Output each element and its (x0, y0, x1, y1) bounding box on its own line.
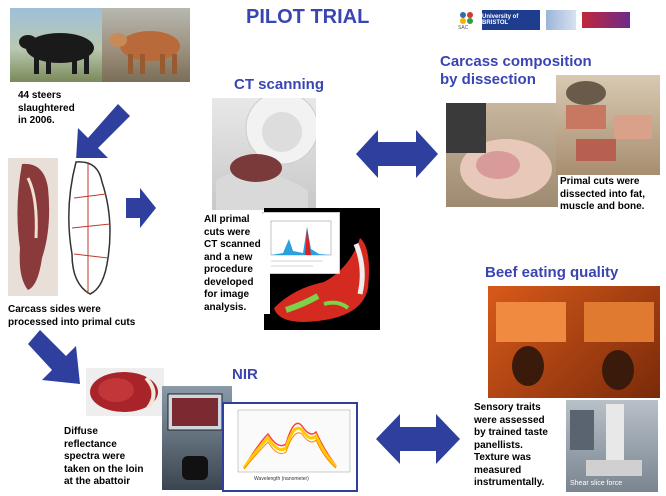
dissection-photo-1 (446, 103, 558, 207)
carcass-photo (8, 158, 60, 296)
ct-histogram (262, 212, 340, 274)
primal-cut-map (68, 161, 111, 295)
black-steer-image (19, 33, 94, 74)
ct-histogram-chart (270, 220, 332, 267)
arrow-steers-to-carcass (76, 104, 130, 160)
logo-strip: SAC University of BRISTOL (458, 9, 658, 31)
taste-panel-photo (488, 286, 660, 398)
dissected-cuts-image (566, 81, 652, 161)
carcass-side-image (17, 163, 50, 290)
steers-caption: 44 steers slaughtered in 2006. (18, 90, 88, 128)
taste-panel-image (496, 302, 654, 390)
nir-device-photo (162, 386, 232, 490)
bristol-logo: University of BRISTOL (482, 10, 540, 30)
nir-spectra-panel: Wavelength (nanometer) (222, 402, 358, 492)
shear-force-label: Shear slice force (570, 480, 623, 487)
carcass-caption: Carcass sides were processed into primal… (8, 304, 136, 328)
dissection-heading: Carcass composition by dissection (440, 53, 592, 88)
sac-logo-text: SAC (458, 25, 469, 31)
arrow-carcass-to-nir (28, 330, 80, 384)
dissection-caption: Primal cuts were dissected into fat, mus… (560, 176, 664, 214)
nir-xlabel: Wavelength (nanometer) (254, 476, 309, 482)
beef-caption: Sensory traits were assessed by trained … (474, 402, 548, 488)
carcass-cut-diagram (58, 158, 122, 298)
sac-logo (458, 9, 476, 31)
loin-image (90, 372, 158, 412)
ct-caption: All primal cuts were CT scanned and a ne… (204, 214, 270, 314)
ct-scanner-photo (212, 98, 316, 210)
texture-analyser-image (570, 404, 642, 476)
brown-steer-image (109, 31, 180, 74)
beef-heading: Beef eating quality (485, 264, 619, 281)
sac-logo-icon (460, 12, 473, 24)
steer-photo-black (10, 8, 108, 82)
ct-scanner-image (216, 98, 316, 210)
page-title: PILOT TRIAL (246, 6, 370, 28)
nir-caption: Diffuse reflectance spectra were taken o… (64, 426, 144, 487)
dissection-photo-2 (556, 75, 660, 175)
partner-logo-1 (546, 10, 576, 30)
arrow-nir-beef (376, 414, 460, 464)
butcher-cutting-image (446, 103, 552, 199)
ct-heading: CT scanning (234, 76, 325, 93)
ct-scan-image (274, 238, 369, 322)
shear-force-photo: Shear slice force (566, 400, 658, 492)
bristol-logo-text: University of BRISTOL (482, 14, 519, 26)
nir-probe-image (167, 393, 223, 480)
arrow-carcass-to-ct (126, 188, 156, 228)
arrow-ct-dissection (356, 130, 438, 178)
nir-spectra-chart (237, 409, 351, 473)
loin-photo (86, 368, 164, 416)
nir-heading: NIR (232, 366, 258, 383)
partner-logo-2 (582, 12, 630, 28)
steer-photo-brown (102, 8, 190, 82)
